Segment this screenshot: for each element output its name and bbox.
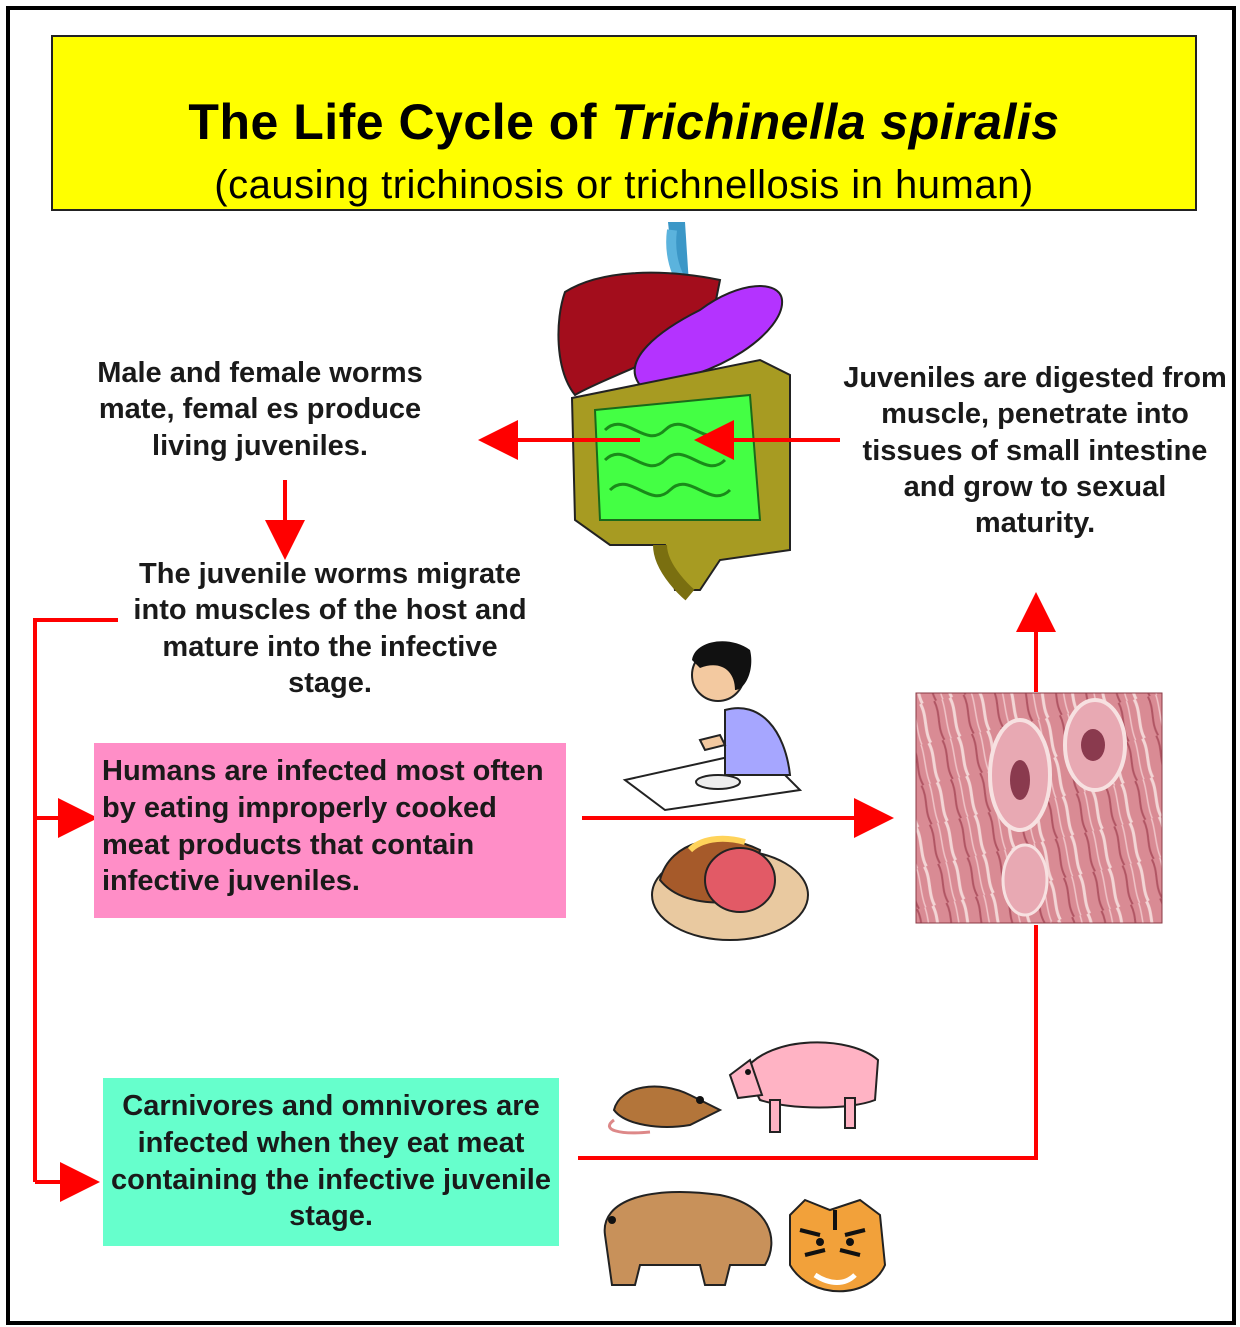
step-mate-text: Male and female worms mate, femal es pro…	[60, 355, 460, 464]
pig-icon	[730, 1042, 878, 1132]
tiger-icon	[790, 1200, 885, 1291]
rat-icon	[609, 1087, 720, 1133]
bear-icon	[605, 1192, 772, 1285]
carnivores-infection-box: Carnivores and omnivores are infected wh…	[103, 1078, 559, 1246]
ham-icon	[652, 839, 808, 940]
humans-infection-box: Humans are infected most often by eating…	[94, 743, 566, 918]
step-migrate-text: The juvenile worms migrate into muscles …	[130, 556, 530, 701]
digestive-system-icon	[558, 222, 790, 595]
muscle-tissue-icon	[916, 693, 1162, 923]
step-digested-text: Juveniles are digested from muscle, pene…	[840, 360, 1230, 541]
person-eating-icon	[625, 641, 800, 810]
